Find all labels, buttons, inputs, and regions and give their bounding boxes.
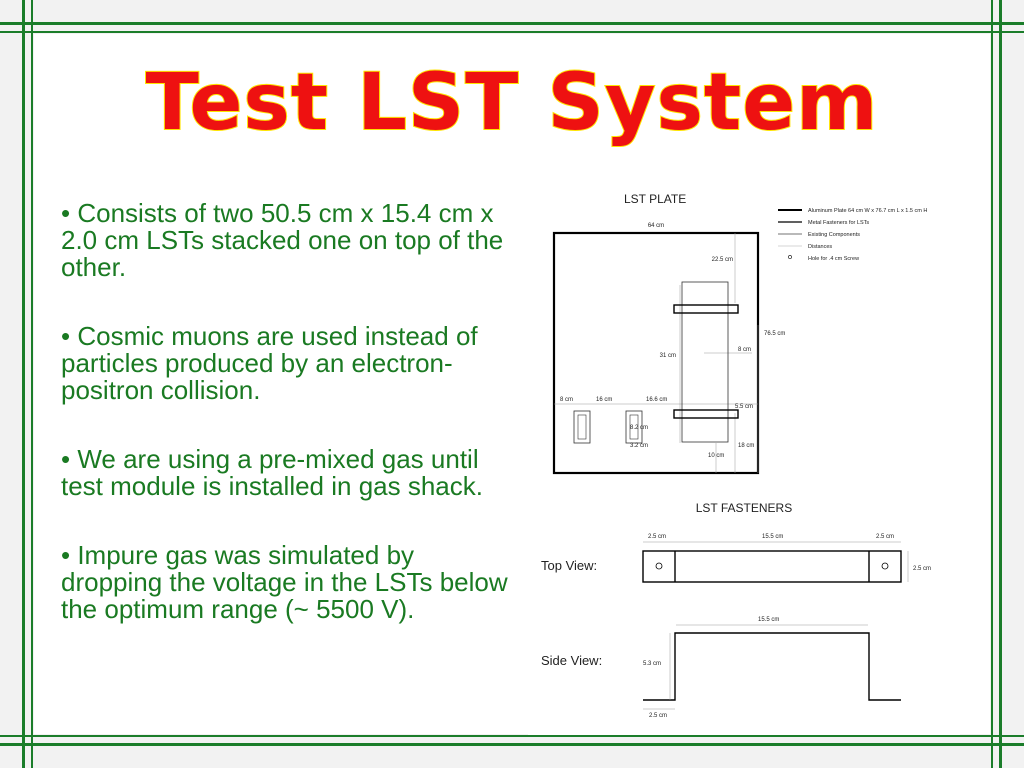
comp-gap-label: 16 cm xyxy=(596,397,612,403)
bullet-list: • Consists of two 50.5 cm x 15.4 cm x 2.… xyxy=(61,200,511,665)
legend-hole-icon xyxy=(788,255,792,259)
bottom-edge-label: 18 cm xyxy=(738,443,754,449)
side-middle-label: 15.5 cm xyxy=(758,617,779,623)
bullet-item: • Cosmic muons are used instead of parti… xyxy=(61,321,478,405)
bottom-gap-label: 10 cm xyxy=(708,453,724,459)
top-thickness-label: 2.5 cm xyxy=(913,566,931,572)
top-end-right-label: 2.5 cm xyxy=(876,534,894,540)
screw-hole-icon xyxy=(655,562,663,570)
frame-line-right-1 xyxy=(991,0,993,768)
height-label: 76.5 cm xyxy=(764,331,785,337)
lst-length-label: 31 cm xyxy=(660,353,676,359)
lst-fastener-bottom xyxy=(673,409,739,419)
slide-title: Test LST System xyxy=(145,57,879,149)
fastener-top-view xyxy=(642,550,902,583)
legend-hole: Hole for .4 cm Screw xyxy=(808,256,859,262)
plate-title: LST PLATE xyxy=(624,192,686,206)
top-middle-label: 15.5 cm xyxy=(762,534,783,540)
comp-height-label: 8.2 cm xyxy=(630,425,648,431)
existing-component xyxy=(625,410,643,444)
top-end-left-label: 2.5 cm xyxy=(648,534,666,540)
legend-fasteners: Metal Fasteners for LSTs xyxy=(808,220,869,226)
side-gap-label: 8 cm xyxy=(738,347,751,353)
frame-line-top-1 xyxy=(0,22,1024,25)
bullet-item: • Consists of two 50.5 cm x 15.4 cm x 2.… xyxy=(61,198,504,282)
frame-line-bottom-2 xyxy=(0,743,1024,746)
existing-component-inner xyxy=(577,414,587,440)
legend-distances: Distances xyxy=(808,244,832,250)
lst-fastener-top xyxy=(673,304,739,314)
bullet-item: • We are using a pre-mixed gas until tes… xyxy=(61,444,483,501)
bullet-item: • Impure gas was simulated by dropping t… xyxy=(61,540,508,624)
fastener-gap-label: 5.5 cm xyxy=(735,404,753,410)
plate-width-label: 64 cm xyxy=(648,223,664,229)
legend-components: Existing Components xyxy=(808,232,860,238)
side-view-label: Side View: xyxy=(541,653,602,668)
left-edge-label: 8 cm xyxy=(560,397,573,403)
lst-diagram-svg: LST PLATE Aluminum Plate 64 cm W x 76.7 … xyxy=(541,192,931,719)
side-base-label: 2.5 cm xyxy=(649,713,667,719)
side-height-label: 5.3 cm xyxy=(643,661,661,667)
lst-offset-label: 16.6 cm xyxy=(646,397,667,403)
fastener-side-view xyxy=(643,632,901,701)
frame-line-bottom-1 xyxy=(0,735,1024,737)
top-view-label: Top View: xyxy=(541,558,597,573)
fasteners-title: LST FASTENERS xyxy=(696,501,792,515)
existing-component-inner xyxy=(629,414,639,440)
comp-width-label: 3.2 cm xyxy=(630,443,648,449)
lst-diagram: LST PLATE Aluminum Plate 64 cm W x 76.7 … xyxy=(528,185,960,735)
lst-detector xyxy=(681,281,729,443)
frame-line-top-2 xyxy=(0,31,1024,33)
frame-line-left-1 xyxy=(22,0,25,768)
legend-plate: Aluminum Plate 64 cm W x 76.7 cm L x 1.5… xyxy=(808,208,927,214)
screw-hole-icon xyxy=(881,562,889,570)
frame-line-right-2 xyxy=(999,0,1002,768)
existing-component xyxy=(573,410,591,444)
top-gap-label: 22.5 cm xyxy=(712,257,733,263)
frame-line-left-2 xyxy=(31,0,33,768)
